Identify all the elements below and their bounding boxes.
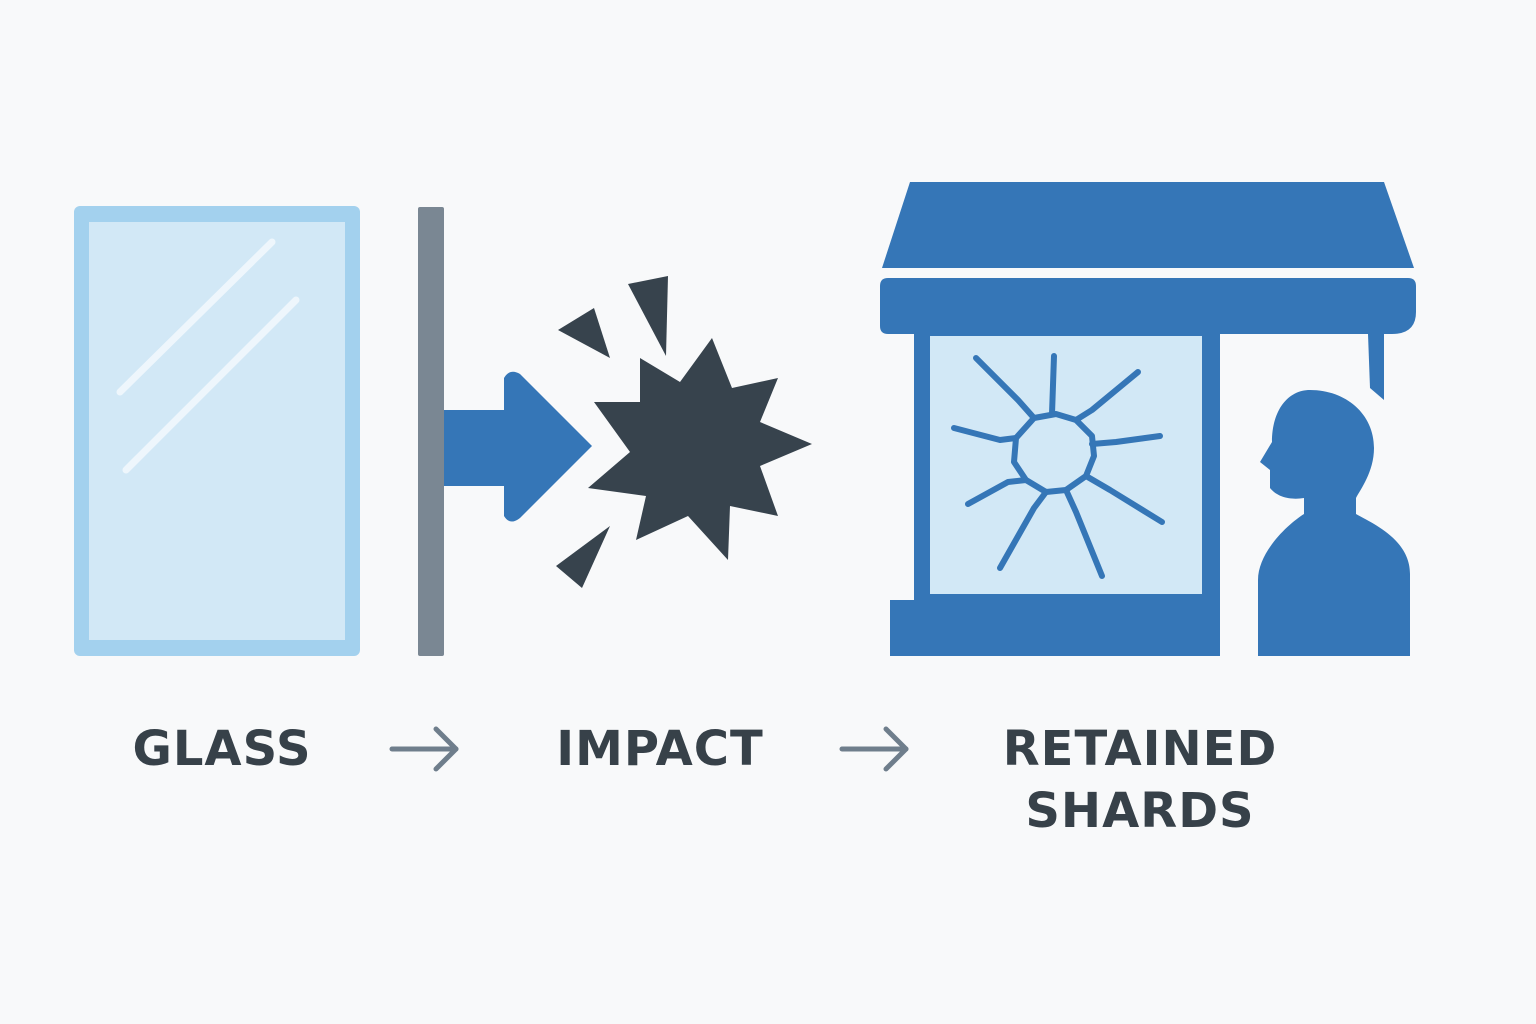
impact-burst-icon <box>556 276 812 588</box>
step-label-retained-shards: RETAINED SHARDS <box>990 718 1290 843</box>
glass-pane-icon <box>74 206 360 656</box>
cracked-window-icon <box>930 336 1202 594</box>
step-label-glass: GLASS <box>132 721 312 777</box>
step-label-line2: SHARDS <box>1025 783 1255 840</box>
step-label-line1: RETAINED <box>1002 721 1278 777</box>
arrow-right-icon <box>389 726 459 772</box>
step-label-impact: IMPACT <box>556 721 764 777</box>
impact-arrow-icon <box>444 371 592 522</box>
interlayer-bar-icon <box>418 207 444 656</box>
person-icon <box>1258 390 1410 656</box>
arrow-right-icon <box>839 726 909 772</box>
